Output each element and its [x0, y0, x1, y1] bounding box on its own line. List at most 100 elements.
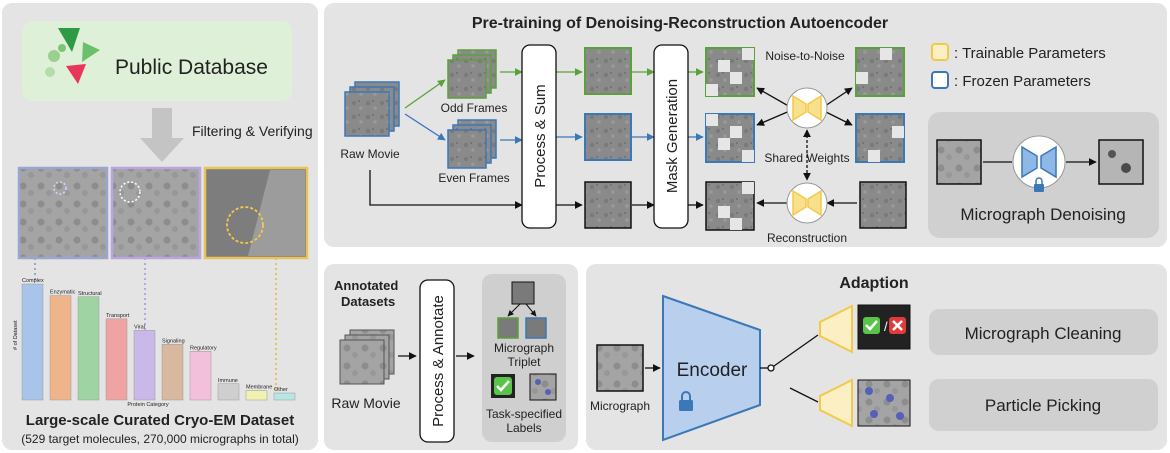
bar-enzymatic: [49, 295, 72, 401]
target-even-image: [855, 113, 905, 163]
bar-regulatory: [189, 351, 212, 401]
summed-even-image: [584, 113, 632, 161]
summed-raw-image: [584, 181, 632, 229]
cross-mark: [892, 320, 903, 331]
pretrain-arrows: [369, 68, 857, 209]
chart-xlabel: Protein Category: [127, 402, 169, 408]
particle-marker: [226, 206, 264, 244]
database-logo-icon: [45, 28, 100, 84]
adaption-title: Adaption: [839, 275, 908, 292]
carbon-edge: [248, 170, 305, 256]
noisy-micrograph: [936, 139, 982, 185]
bar-label-membrane: Membrane: [246, 385, 272, 391]
public-database-label: Public Database: [115, 56, 268, 79]
chart-ylabel: # of Dataset: [13, 320, 19, 350]
cleaning-slash: /: [884, 319, 888, 334]
odd-frames-stack: [447, 49, 497, 99]
bar-membrane: [245, 390, 268, 401]
particle-marker: [545, 389, 551, 395]
particle-marker: [865, 387, 873, 395]
particle-marker: [886, 394, 894, 402]
filter-verify-label: Filtering & Verifying: [192, 123, 313, 139]
dataset-title: Large-scale Curated Cryo-EM Dataset: [26, 412, 294, 429]
annotated-title-line1: Annotated: [334, 278, 398, 293]
input-micrograph: [596, 344, 644, 392]
micrograph-sample-2: [110, 166, 202, 260]
bar-label-enzymatic: Enzymatic: [50, 290, 76, 296]
annotated-raw-movie-label: Raw Movie: [331, 395, 400, 411]
masked-odd-image: [705, 47, 755, 97]
particle-marker: [896, 412, 904, 420]
bar-label-structural: Structural: [78, 291, 102, 297]
cleaning-head: [819, 304, 853, 354]
raw-movie-label: Raw Movie: [340, 147, 400, 161]
particle-marker: [119, 181, 141, 203]
bar-transport: [105, 318, 128, 401]
public-database-box: [22, 21, 292, 101]
target-odd-image: [855, 47, 905, 97]
lock-icon: [679, 391, 693, 411]
particle-marker: [1121, 163, 1131, 173]
frozen-autoencoder-icon: [1012, 135, 1066, 189]
bar-complex: [21, 283, 44, 401]
bar-label-transport: Transport: [106, 313, 130, 319]
lock-icon: [1034, 177, 1044, 192]
bar-label-immune: Immune: [218, 378, 238, 384]
even-frames-stack: [447, 119, 497, 169]
denoising-label: Micrograph Denoising: [960, 205, 1125, 224]
bar-label-signaling: Signaling: [162, 338, 185, 344]
pretraining-title: Pre-training of Denoising-Reconstruction…: [472, 15, 888, 32]
process-sum-label: Process & Sum: [532, 84, 549, 187]
triplet-label-line1: Micrograph: [494, 341, 554, 355]
trainable-autoencoder-icon: [786, 182, 828, 224]
annotated-movie-stack: [339, 329, 395, 385]
even-frames-label: Even Frames: [438, 171, 509, 185]
triplet-arrows: [507, 303, 537, 317]
micrograph-label: Micrograph: [590, 399, 650, 413]
triplet-label-line2: Triplet: [508, 355, 542, 369]
particle-marker: [535, 379, 541, 385]
reconstruction-label: Reconstruction: [767, 231, 847, 245]
bar-immune: [217, 383, 240, 401]
dotted-links: [34, 258, 277, 392]
bar-signaling: [161, 344, 184, 401]
bar-structural: [77, 296, 100, 401]
bar-viral: [133, 330, 156, 401]
check-mark: [496, 380, 510, 392]
trainable-swatch: [931, 43, 949, 61]
labels-line2: Labels: [506, 421, 541, 435]
denoised-micrograph: [1098, 139, 1144, 185]
bar-label-regulatory: Regulatory: [190, 345, 217, 351]
particle-label-image: [529, 373, 557, 401]
particle-marker: [870, 410, 878, 418]
summed-odd-image: [584, 47, 632, 95]
frozen-swatch: [931, 71, 949, 89]
trainable-legend-label: : Trainable Parameters: [954, 45, 1106, 62]
masked-raw-image: [705, 181, 755, 231]
bar-label-other: Other: [274, 387, 288, 393]
process-sum-block: [521, 44, 557, 229]
trainable-autoencoder-icon: [786, 87, 828, 129]
dataset-subtitle: (529 target molecules, 270,000 micrograp…: [21, 432, 298, 446]
process-annotate-block: [419, 279, 455, 443]
mask-generation-label: Mask Generation: [664, 79, 681, 193]
picking-task-label: Particle Picking: [985, 396, 1101, 415]
bar-other: [273, 392, 296, 401]
frozen-legend-label: : Frozen Parameters: [954, 73, 1091, 90]
picking-head: [819, 378, 853, 428]
bar-label-viral: Viral: [134, 324, 145, 330]
picking-task-box: [929, 379, 1158, 431]
triplet-odd-image: [497, 317, 519, 339]
encoder-label: Encoder: [677, 360, 748, 381]
triplet-even-image: [525, 317, 547, 339]
reconstruction-target-image: [859, 181, 907, 229]
check-mark: [865, 320, 878, 331]
particle-marker: [1108, 150, 1116, 158]
micrograph-sample-1: [17, 166, 109, 260]
masked-even-image: [705, 113, 755, 163]
bar-label-complex: Complex: [22, 278, 44, 284]
task-switch: [760, 334, 819, 403]
shared-weights-label: Shared Weights: [764, 151, 849, 165]
